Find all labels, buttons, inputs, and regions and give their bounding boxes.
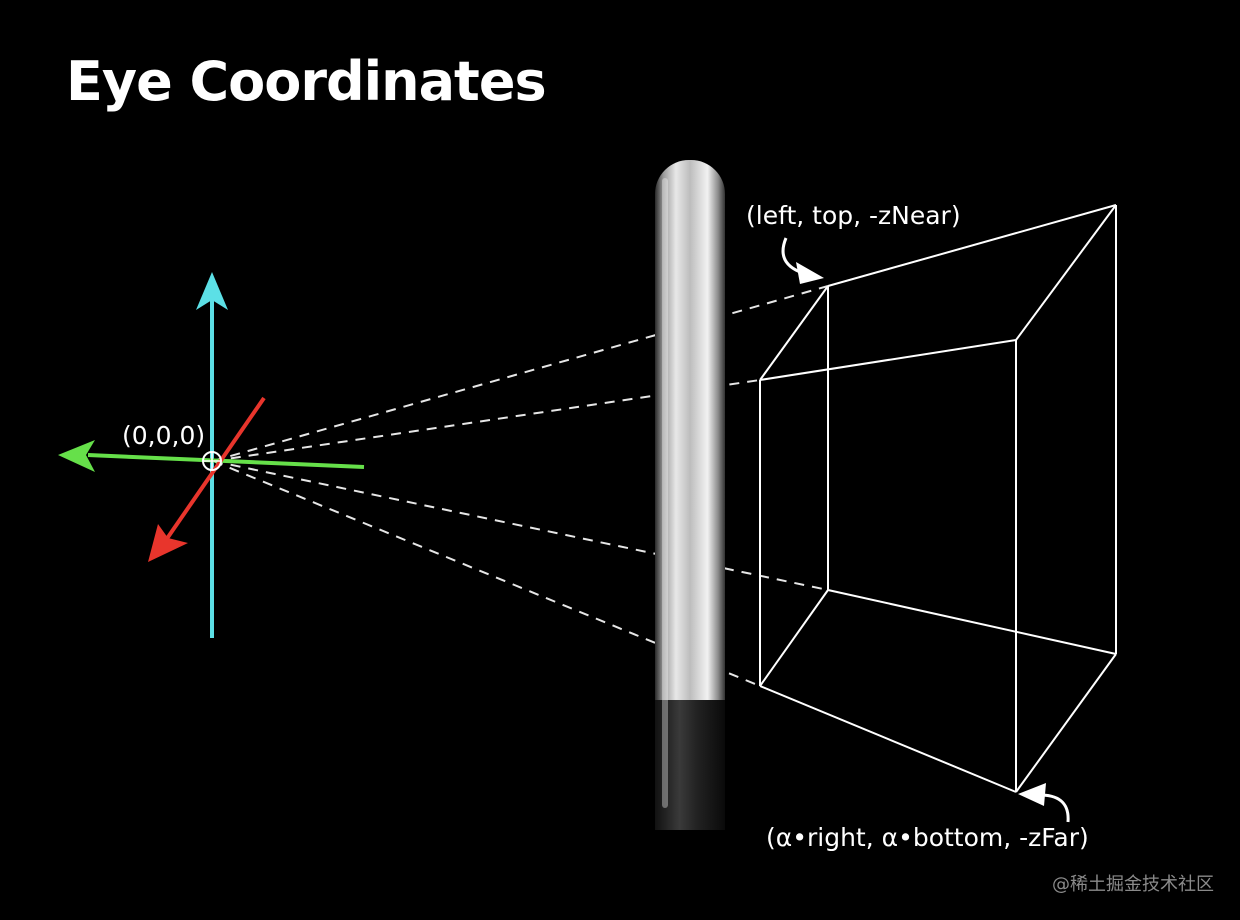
frustum-edge-top-left bbox=[759, 339, 1017, 381]
near-corner-label: (left, top, -zNear) bbox=[746, 201, 961, 230]
frustum-far-bottom bbox=[1015, 653, 1117, 793]
z-axis-arrow-icon bbox=[148, 524, 188, 562]
y-axis-arrow-icon bbox=[196, 272, 228, 310]
projection-line-top-left bbox=[212, 379, 761, 462]
projection-line-top-right bbox=[212, 285, 829, 462]
coordinate-axes bbox=[58, 272, 365, 638]
x-axis-arrow-icon bbox=[58, 440, 95, 472]
x-axis bbox=[87, 453, 365, 469]
projection-lines bbox=[212, 285, 829, 687]
frustum-near-bottom bbox=[759, 589, 829, 687]
frustum-edge-top-right bbox=[827, 204, 1117, 287]
far-corner-label: (α•right, α•bottom, -zFar) bbox=[766, 823, 1089, 852]
near-corner-arrow-icon bbox=[796, 262, 824, 284]
frustum-far-top bbox=[1015, 204, 1117, 341]
near-corner-pointer bbox=[781, 237, 824, 284]
far-corner-pointer bbox=[1018, 783, 1070, 823]
watermark: @稀土掘金技术社区 bbox=[1052, 874, 1214, 895]
far-corner-arrow-icon bbox=[1018, 783, 1046, 806]
slide-title: Eye Coordinates bbox=[66, 50, 547, 113]
projection-line-bottom-right bbox=[212, 460, 829, 591]
frustum-near-top bbox=[759, 285, 829, 381]
view-frustum bbox=[759, 204, 1117, 793]
device-edge bbox=[655, 160, 725, 830]
frustum-edge-bottom-left bbox=[759, 685, 1017, 793]
frustum-edge-bottom-right bbox=[827, 589, 1117, 655]
origin-label: (0,0,0) bbox=[122, 421, 205, 450]
